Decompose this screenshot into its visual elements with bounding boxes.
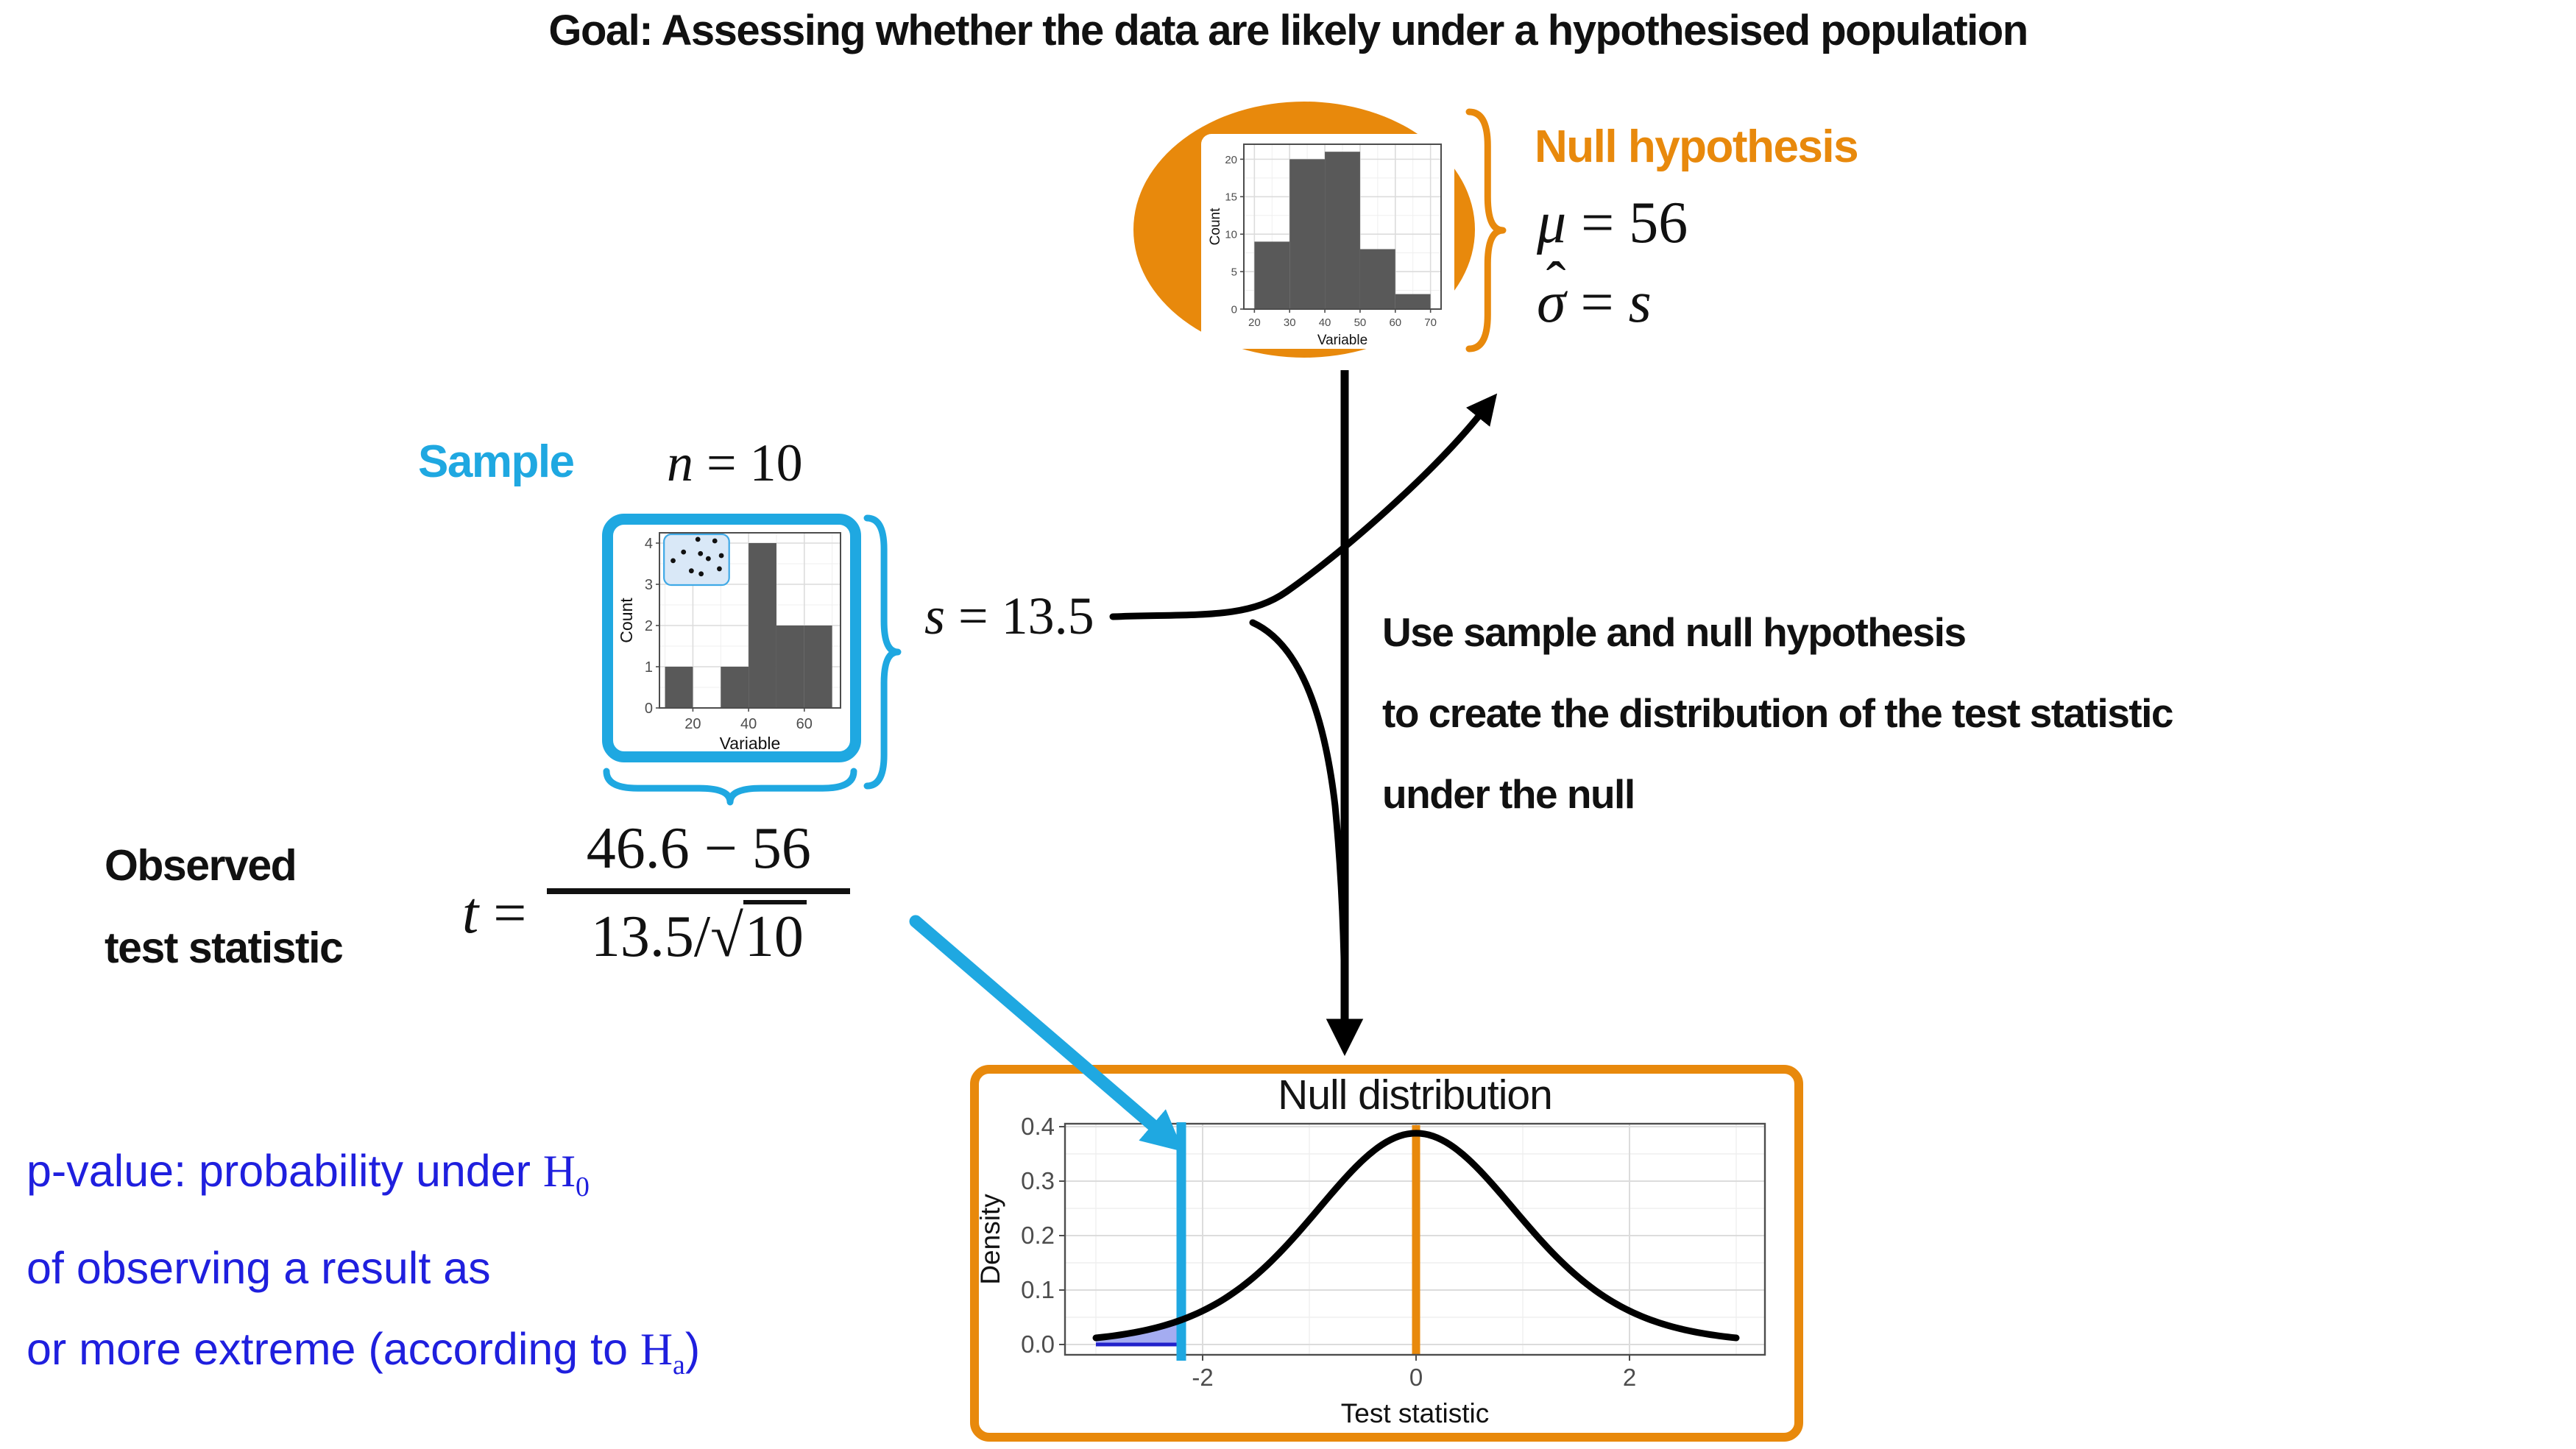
fraction: 46.6 − 56 13.5/√10 [547,815,851,971]
use-note: Use sample and null hypothesis to create… [1382,592,2173,835]
t-statistic-formula: t = 46.6 − 56 13.5/√10 [462,815,851,971]
svg-text:20: 20 [684,716,701,732]
svg-text:0: 0 [1231,303,1237,316]
p-value-line1-text: p-value: probability under [26,1146,543,1196]
fraction-numerator: 46.6 − 56 [586,816,811,881]
svg-text:Count: Count [1208,208,1223,245]
s-value: = 13.5 [945,587,1094,645]
denominator-prefix: 13.5/ [590,904,711,969]
svg-text:1: 1 [645,659,653,676]
mu-equation: μ = 56 [1537,190,1688,257]
svg-text:60: 60 [796,716,813,732]
p-value-note: p-value: probability under H0 of observi… [26,1130,700,1406]
use-note-line3: under the null [1382,771,1635,817]
sigma-value: s [1628,270,1652,335]
use-note-line1: Use sample and null hypothesis [1382,609,1967,655]
t-equals: = [478,881,527,946]
svg-text:0.3: 0.3 [1021,1167,1055,1194]
radicand: 10 [743,900,807,969]
radical-sign: √ [710,902,743,969]
mu-symbol: μ [1537,191,1567,255]
svg-text:-2: -2 [1192,1364,1213,1391]
p-value-line3-close: ) [684,1324,701,1375]
sigma-equals: = [1565,270,1629,335]
ha-subscript: a [673,1350,685,1381]
svg-text:2: 2 [645,618,653,634]
svg-text:5: 5 [1231,266,1237,278]
slide-title: Goal: Assessing whether the data are lik… [548,7,2028,54]
svg-text:2: 2 [1623,1364,1636,1391]
svg-text:Null distribution: Null distribution [1278,1071,1552,1119]
svg-text:40: 40 [1319,316,1331,329]
observed-test-statistic-label: Observed test statistic [105,824,344,989]
svg-text:20: 20 [1248,316,1261,329]
p-value-line1: p-value: probability under H0 [26,1130,700,1227]
hat-accent: ˆ [1546,250,1566,316]
svg-text:0.0: 0.0 [1021,1331,1055,1358]
sample-heading: Sample [418,436,575,487]
svg-text:30: 30 [1284,316,1296,329]
svg-text:0: 0 [645,701,653,717]
observed-label-line2: test statistic [105,924,344,972]
svg-text:0.2: 0.2 [1021,1222,1055,1249]
svg-text:Count: Count [617,598,636,643]
svg-text:Variable: Variable [1317,333,1367,347]
svg-text:70: 70 [1424,316,1437,329]
svg-text:0.1: 0.1 [1021,1276,1055,1303]
svg-text:3: 3 [645,577,653,593]
ha-symbol: H [640,1325,673,1375]
p-value-line2: of observing a result as [26,1243,491,1294]
fraction-bar [547,888,851,894]
svg-text:Test statistic: Test statistic [1341,1398,1490,1428]
svg-text:Variable: Variable [720,734,781,752]
svg-text:0.4: 0.4 [1021,1113,1055,1140]
svg-text:10: 10 [1225,229,1237,241]
svg-text:20: 20 [1225,154,1237,166]
n-value: = 10 [693,433,803,492]
observed-label-line1: Observed [105,841,297,890]
svg-text:15: 15 [1225,191,1237,204]
svg-text:0: 0 [1409,1364,1423,1391]
mu-value: = 56 [1566,191,1688,255]
fraction-denominator: 13.5/√10 [590,900,807,971]
h0-subscript: 0 [575,1172,590,1203]
svg-text:4: 4 [645,536,653,552]
n-equation: n = 10 [667,433,803,494]
svg-text:40: 40 [740,716,757,732]
t-symbol: t [462,881,479,946]
p-value-line3: or more extreme (according to Ha) [26,1308,700,1406]
null-hypothesis-heading: Null hypothesis [1535,121,1859,172]
svg-text:Density: Density [975,1194,1005,1285]
h0-symbol: H [542,1147,576,1197]
svg-text:50: 50 [1354,316,1367,329]
sigma-symbol: σ [1537,270,1566,335]
svg-text:60: 60 [1389,316,1401,329]
p-value-line3-text: or more extreme (according to [26,1324,640,1375]
n-symbol: n [667,433,693,492]
use-note-line2: to create the distribution of the test s… [1382,690,2173,736]
s-equation: s = 13.5 [924,586,1094,647]
s-symbol: s [924,587,946,645]
